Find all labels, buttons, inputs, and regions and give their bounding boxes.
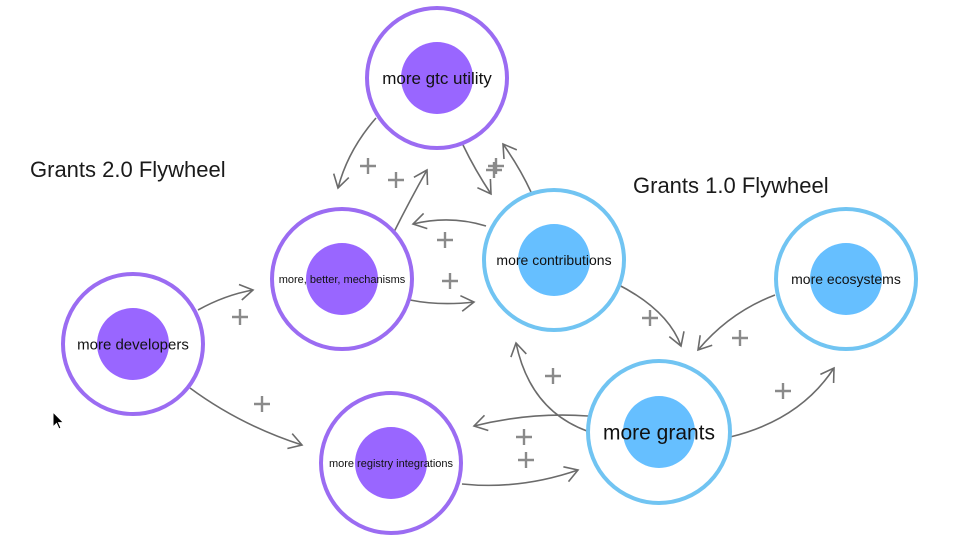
plus-sign-contributions-to-gtc-utility: + bbox=[488, 158, 504, 174]
node-core bbox=[518, 224, 590, 296]
edge-line bbox=[473, 414, 589, 427]
plus-icon bbox=[486, 162, 502, 178]
nodes-layer: more gtc utility more, better, mechanisms… bbox=[61, 6, 918, 535]
plus-sign-grants-to-registry-integrations: + bbox=[516, 429, 532, 445]
node-contributions[interactable]: more contributions bbox=[482, 188, 626, 332]
edge-mechanisms-to-contributions bbox=[409, 294, 476, 312]
edge-contributions-to-mechanisms bbox=[411, 212, 487, 230]
plus-sign-grants-to-ecosystems: + bbox=[775, 383, 791, 399]
plus-icon bbox=[732, 330, 748, 346]
edge-ecosystems-to-grants bbox=[697, 294, 776, 352]
arrowhead-icon bbox=[411, 212, 428, 230]
edge-line bbox=[189, 387, 303, 446]
arrowhead-icon bbox=[332, 173, 350, 190]
node-label: more developers bbox=[77, 336, 189, 353]
plus-signs-layer: ++++++++++++++ bbox=[232, 158, 791, 468]
node-developers[interactable]: more developers bbox=[61, 272, 205, 416]
plus-icon bbox=[360, 158, 376, 174]
plus-sign-developers-to-registry-integrations: + bbox=[254, 396, 270, 412]
plus-icon bbox=[518, 452, 534, 468]
arrowhead-icon bbox=[820, 366, 835, 384]
edge-contributions-to-gtc-utility bbox=[502, 142, 532, 193]
edge-grants-to-ecosystems bbox=[729, 366, 835, 438]
plus-icon bbox=[488, 158, 504, 174]
plus-icon bbox=[232, 309, 248, 325]
arrowhead-icon bbox=[460, 294, 476, 312]
arrowhead-icon bbox=[472, 414, 489, 432]
edge-contributions-to-grants bbox=[616, 283, 685, 348]
arrowhead-icon bbox=[477, 178, 492, 196]
plus-icon bbox=[516, 429, 532, 445]
plus-sign-contributions-to-grants: + bbox=[642, 310, 658, 326]
plus-icon bbox=[254, 396, 270, 412]
edge-line bbox=[697, 294, 776, 351]
edge-line bbox=[729, 367, 835, 438]
edges-layer bbox=[189, 117, 835, 487]
node-label: more grants bbox=[603, 421, 715, 444]
edge-line bbox=[197, 289, 254, 311]
plus-icon bbox=[388, 172, 404, 188]
grants-1-flywheel-title: Grants 1.0 Flywheel bbox=[633, 173, 829, 198]
node-core bbox=[401, 42, 473, 114]
arrowhead-icon bbox=[413, 168, 429, 186]
node-label: more registry integrations bbox=[329, 458, 454, 470]
plus-icon bbox=[437, 232, 453, 248]
node-label: more ecosystems bbox=[791, 271, 901, 287]
node-mechanisms[interactable]: more, better, mechanisms bbox=[270, 207, 414, 351]
plus-sign-mechanisms-to-contributions: + bbox=[442, 273, 458, 289]
plus-sign-mechanisms-to-gtc-utility: + bbox=[388, 172, 404, 188]
arrowhead-icon bbox=[697, 335, 713, 352]
edge-line bbox=[337, 117, 377, 189]
edge-line bbox=[515, 342, 588, 432]
node-ecosystems[interactable]: more ecosystems bbox=[774, 207, 918, 351]
arrowhead-icon bbox=[510, 341, 527, 358]
plus-sign-gtc-utility-to-contributions: + bbox=[486, 162, 502, 178]
plus-sign-contributions-to-mechanisms: + bbox=[437, 232, 453, 248]
arrowhead-icon bbox=[502, 142, 518, 160]
arrowhead-icon bbox=[287, 433, 304, 450]
plus-icon bbox=[642, 310, 658, 326]
node-core bbox=[623, 396, 695, 468]
node-gtc-utility[interactable]: more gtc utility bbox=[365, 6, 509, 150]
plus-icon bbox=[442, 273, 458, 289]
grants-2-flywheel-title: Grants 2.0 Flywheel bbox=[30, 157, 226, 182]
edge-gtc-utility-to-mechanisms bbox=[332, 117, 377, 190]
arrowhead-icon bbox=[238, 283, 255, 301]
plus-sign-gtc-utility-to-mechanisms: + bbox=[360, 158, 376, 174]
mouse-cursor-icon bbox=[52, 411, 65, 430]
edge-gtc-utility-to-contributions bbox=[462, 144, 492, 196]
plus-sign-ecosystems-to-grants: + bbox=[732, 330, 748, 346]
edge-grants-to-registry-integrations bbox=[472, 414, 589, 432]
node-grants[interactable]: more grants bbox=[586, 359, 732, 505]
edge-line bbox=[462, 144, 492, 195]
node-core bbox=[97, 308, 169, 380]
arrowhead-icon bbox=[668, 331, 685, 348]
node-label: more gtc utility bbox=[382, 69, 492, 88]
plus-sign-registry-integrations-to-grants: + bbox=[518, 452, 534, 468]
edge-line bbox=[461, 469, 579, 487]
edge-developers-to-registry-integrations bbox=[189, 387, 304, 450]
edge-mechanisms-to-gtc-utility bbox=[393, 168, 429, 233]
edge-registry-integrations-to-grants bbox=[461, 466, 580, 487]
plus-icon bbox=[775, 383, 791, 399]
plus-icon bbox=[545, 368, 561, 384]
edge-line bbox=[616, 283, 682, 347]
node-registry-integrations[interactable]: more registry integrations bbox=[319, 391, 463, 535]
plus-sign-developers-to-mechanisms: + bbox=[232, 309, 248, 325]
edge-line bbox=[412, 219, 487, 227]
node-label: more contributions bbox=[496, 252, 611, 268]
node-core bbox=[810, 243, 882, 315]
node-core bbox=[355, 427, 427, 499]
node-label: more, better, mechanisms bbox=[279, 274, 406, 286]
edge-grants-to-contributions bbox=[510, 341, 588, 432]
edge-line bbox=[393, 169, 428, 233]
plus-sign-grants-to-contributions: + bbox=[545, 368, 561, 384]
edge-developers-to-mechanisms bbox=[197, 283, 255, 311]
arrowhead-icon bbox=[563, 466, 580, 483]
edge-line bbox=[502, 143, 532, 193]
node-core bbox=[306, 243, 378, 315]
edge-line bbox=[409, 299, 475, 305]
